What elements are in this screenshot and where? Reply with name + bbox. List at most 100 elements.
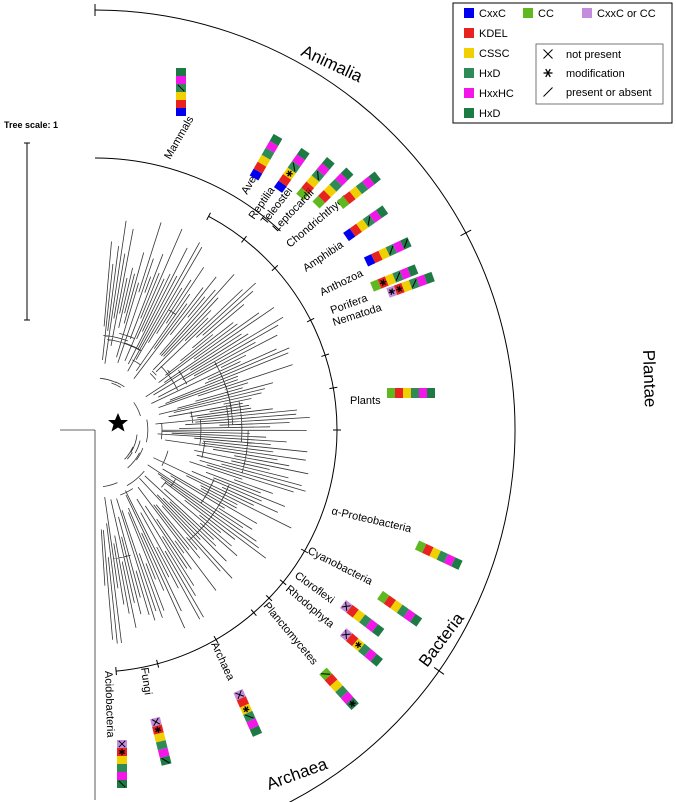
trait-bar-leptocardii	[312, 167, 354, 209]
trait-cell	[329, 679, 343, 693]
legend-item-kdel-3: KDEL	[464, 28, 508, 40]
cross-icon	[118, 740, 126, 748]
trait-cell	[269, 133, 283, 146]
clade-label-plants: Plants	[350, 395, 381, 407]
clade-tick	[115, 667, 117, 676]
trait-cell	[414, 540, 427, 553]
trait-cell	[359, 614, 372, 628]
clade-label-alpha-proteobacteria: α-Proteobacteria	[330, 505, 413, 535]
trait-cell	[236, 696, 250, 708]
legend-label: HxD	[479, 68, 500, 80]
trait-cell	[176, 76, 186, 84]
clade-mammals: Mammals	[162, 68, 197, 162]
trait-bar-porifera	[370, 264, 419, 292]
legend-label: KDEL	[479, 28, 508, 40]
trait-cell	[392, 240, 405, 254]
trait-cell	[329, 178, 343, 192]
trait-cell	[301, 181, 315, 195]
trait-cell	[349, 186, 362, 200]
clade-label-fungi: Fungi	[138, 667, 154, 696]
clade-tick	[300, 548, 309, 554]
trait-cell	[157, 747, 170, 759]
trait-cell	[403, 609, 416, 623]
slash-icon	[403, 238, 408, 248]
trait-cell	[383, 595, 396, 609]
trait-cell	[261, 147, 275, 160]
trait-cell	[368, 171, 381, 185]
clade-plants: Plants	[350, 388, 435, 407]
clade-tick	[206, 212, 211, 221]
legend-item-cxxc-or-cc-2: CxxC or CC	[582, 8, 656, 20]
trait-cell	[387, 388, 395, 398]
trait-cell	[176, 100, 186, 108]
legend-symbol-label: not present	[566, 49, 621, 61]
clade-label-archaea: Archaea	[208, 640, 237, 683]
slash-icon	[292, 162, 296, 172]
trait-cell	[403, 388, 411, 398]
clade-tick	[156, 659, 160, 668]
trait-cell	[340, 167, 354, 181]
slash-icon	[321, 673, 331, 675]
clade-tick	[329, 386, 338, 390]
trait-cell	[371, 250, 383, 264]
cross-icon	[151, 717, 161, 727]
clade-planctomycetes: Planctomycetes	[261, 600, 359, 711]
clade-label-acidobacteria: Acidobacteria	[102, 671, 116, 739]
asterisk-icon	[355, 641, 362, 649]
trait-bar-acidobacteria	[117, 740, 127, 788]
trait-cell	[429, 547, 441, 560]
trait-cell	[345, 633, 359, 647]
trait-cell	[349, 223, 362, 237]
legend-swatch	[582, 8, 592, 18]
trait-cell	[390, 600, 403, 613]
trait-cell	[343, 191, 356, 205]
clade-tick	[213, 635, 219, 644]
legend-label: CSSC	[479, 48, 510, 60]
trait-cell	[401, 280, 413, 293]
cross-icon	[235, 690, 245, 700]
trait-bar-amphibia	[343, 205, 389, 242]
kingdom-label-archaea: Archaea	[264, 754, 331, 794]
trait-cell	[117, 772, 127, 780]
cross-icon	[543, 49, 553, 59]
trait-cell	[411, 388, 419, 398]
trait-cell	[176, 68, 186, 76]
legend-item-cc-1: CC	[523, 8, 554, 20]
trait-cell	[306, 175, 320, 188]
legend-label: CxxC	[479, 8, 506, 20]
legend-box	[452, 2, 673, 124]
trait-cell	[257, 154, 271, 167]
legend-item-cssc-4: CSSC	[464, 48, 510, 60]
trait-cell	[312, 195, 326, 209]
trait-bar-chondrichthyes	[336, 171, 381, 209]
clade-tick	[241, 235, 247, 243]
trait-cell	[407, 264, 419, 277]
trait-cell	[335, 173, 348, 186]
trait-cell	[396, 604, 410, 618]
legend-symbol-slash: present or absent	[543, 87, 652, 99]
trait-cell	[340, 691, 354, 705]
trait-cell	[273, 180, 287, 193]
trait-cell	[249, 725, 263, 737]
trait-bar-teleostei	[296, 157, 335, 201]
legend-swatch	[464, 28, 474, 38]
clade-tick	[271, 265, 279, 272]
trait-cell	[384, 273, 397, 286]
trait-bar-alpha-proteobacteria	[414, 540, 463, 570]
slash-icon	[118, 780, 126, 788]
clade-label-amphibia: Amphibia	[301, 238, 346, 274]
asterisk-icon	[349, 700, 356, 707]
trait-cell	[296, 147, 310, 161]
trait-cell	[362, 176, 375, 190]
asterisk-icon	[543, 68, 553, 78]
trait-bar-aves	[249, 133, 283, 181]
slash-icon	[395, 272, 401, 281]
clade-tick	[250, 609, 257, 616]
trait-cell	[409, 613, 423, 627]
clade-acidobacteria: Acidobacteria	[102, 671, 127, 788]
trait-cell	[378, 247, 390, 260]
legend-label: CxxC or CC	[597, 8, 656, 20]
trait-cell	[377, 590, 390, 604]
